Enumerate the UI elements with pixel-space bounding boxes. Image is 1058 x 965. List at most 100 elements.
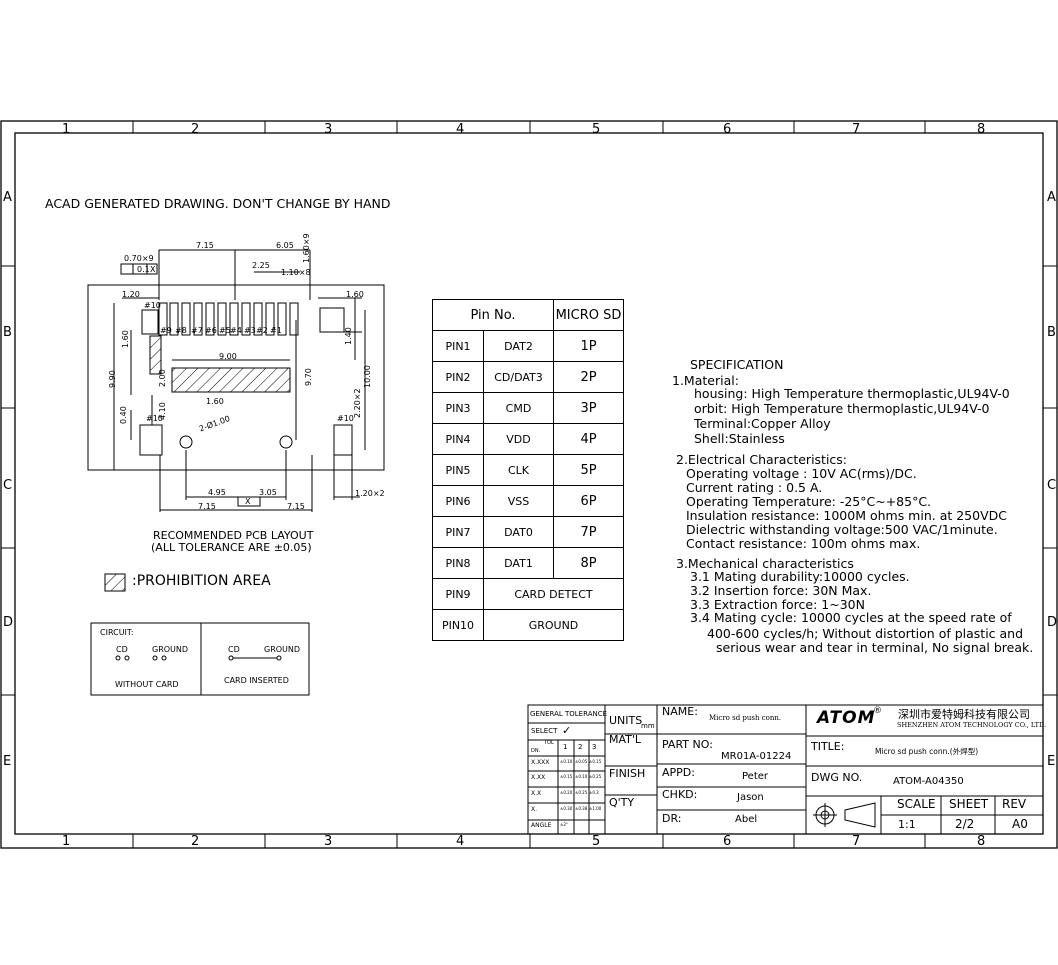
dim-label: 9.90 [108,370,117,388]
rev-label: REV [1002,797,1027,811]
circuit-ground-label: GROUND [264,645,301,654]
chkd-value: Jason [737,792,764,803]
spec-line: Insulation resistance: 1000M ohms min. a… [686,508,1007,523]
tolerance-value: ±0.38 [575,806,588,811]
circuit-title: CIRCUIT: [100,628,134,637]
tolerance-col-header: 2 [578,743,583,751]
scale-value: 1:1 [898,818,916,831]
tolerance-value: ±0.3 [589,790,599,795]
pin-id: PIN3 [432,392,484,424]
grid-row-label: D [1047,615,1058,630]
finish-label: FINISH [609,767,646,780]
pin-sd-position: 1P [553,330,624,362]
grid-col-label: 1 [62,122,71,137]
tolerance-value: ±0.25 [589,774,602,779]
grid-col-label: 1 [62,834,71,849]
dim-label: 1.60 [121,330,130,348]
pin-function: GROUND [483,609,624,641]
sheet-value: 2/2 [955,817,975,831]
appd-value: Peter [742,771,769,782]
pcb-title: RECOMMENDED PCB LAYOUT [153,529,314,542]
spec-line: Dielectric withstanding voltage:500 VAC/… [686,522,998,537]
dim-label: 7.15 [198,502,216,511]
tolerance-value: ±0.05 [575,759,588,764]
title-block-lines [527,704,1044,835]
spec-title: SPECIFICATION [690,357,784,372]
dim-label: 1.20 [122,290,140,299]
dim-label: 9.00 [219,352,237,361]
pin-id: PIN8 [432,547,484,579]
dim-label: 1.40 [344,327,353,345]
spec-line: Contact resistance: 100m ohms max. [686,536,921,551]
pin-number-label: #5 [219,326,231,335]
pcb-tolerance-note: (ALL TOLERANCE ARE ±0.05) [151,541,312,554]
pin-sd-position: 6P [553,485,624,517]
pin-number-label: #9 [160,326,172,335]
tolerance-row-label: X. [531,806,538,813]
select-check: ✓ [562,724,572,737]
dim-label: 0.70×9 [124,254,154,263]
sheet-label: SHEET [949,797,989,811]
tolerance-value: ±2° [560,822,568,827]
spec-line: 1.Material: [672,373,739,388]
tolerance-col-header: 3 [592,743,597,751]
pin-signal: DAT2 [483,330,554,362]
pin-sd-position: 4P [553,423,624,455]
spec-line: 3.Mechanical characteristics [676,556,854,571]
prohibition-legend-swatch [104,573,126,592]
grid-row-label: D [3,615,14,630]
spec-line: 3.3 Extraction force: 1~30N [690,597,865,612]
dim-label: X [245,497,251,506]
pin-sd-position: 3P [553,392,624,424]
tolerance-value: ±0.10 [560,759,573,764]
tol-label: TOL [544,740,554,746]
select-label: SELECT [531,727,558,735]
tolerance-value: ±0.20 [560,790,573,795]
rev-value: A0 [1012,817,1028,831]
spec-line: 3.1 Mating durability:10000 cycles. [690,569,910,584]
grid-ticks [1,121,1057,848]
pin-sd-position: 2P [553,361,624,393]
spec-line: 2.Electrical Characteristics: [676,452,848,467]
circuit-ground-label: GROUND [152,645,189,654]
dim-label: 6.05 [276,241,294,250]
pcb-outline [87,249,385,512]
dim-label: 1.20×2 [355,489,385,498]
units-mm: mm [641,722,655,730]
pin-number-label: #3 [244,326,256,335]
circuit-cd-label: CD [116,645,128,654]
grid-row-label: E [3,754,12,769]
pin-number-label: #2 [256,326,268,335]
units-label: UNITS [609,714,643,727]
tolerance-value: ±0.15 [589,759,602,764]
pin-id: PIN5 [432,454,484,486]
pin-signal: DAT1 [483,547,554,579]
qty-label: Q'TY [609,796,635,809]
grid-row-label: A [1047,190,1056,205]
spec-line: 3.2 Insertion force: 30N Max. [690,583,872,598]
circuit-cd-label: CD [228,645,240,654]
pin-sd-position: 7P [553,516,624,548]
tolerance-value: ±0.30 [560,806,573,811]
dim-label: 0.40 [119,406,128,424]
grid-col-label: 2 [191,834,200,849]
dim-label: 1.10×8 [281,268,311,277]
pin-signal: VSS [483,485,554,517]
circuit-box [90,622,310,696]
dim-label: 4.95 [208,488,226,497]
tolerance-row-label: X.X [531,790,542,797]
pin-id: PIN1 [432,330,484,362]
tolerance-row-label: X.XXX [531,759,550,766]
pin-id: PIN2 [432,361,484,393]
outer-border [0,120,1058,849]
spec-line: Operating voltage : 10V AC(rms)/DC. [686,466,917,481]
tolerance-row-label: X.XX [531,774,546,781]
